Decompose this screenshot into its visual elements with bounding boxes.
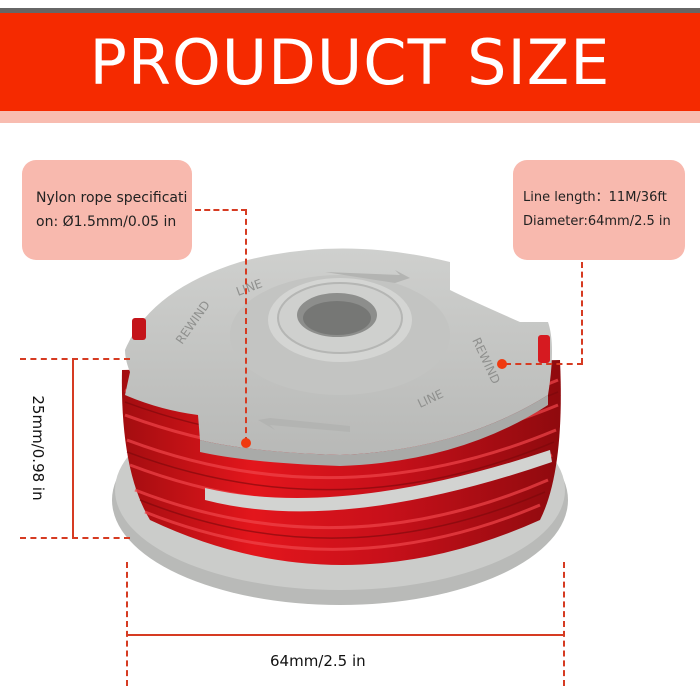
height-value: 25mm/0.98 in [29, 395, 47, 501]
height-label: 25mm/0.98 in [28, 388, 48, 508]
width-guide-left [126, 562, 128, 686]
title-banner: PROUDUCT SIZE [0, 13, 700, 111]
leader-line-left-v [245, 209, 247, 443]
height-guide-bottom [20, 537, 130, 539]
width-label: 64mm/2.5 in [270, 652, 366, 670]
leader-line-right-v [581, 262, 583, 364]
banner-shadow-strip [0, 111, 700, 123]
width-guide-right [563, 562, 565, 686]
nylon-spec-callout: Nylon rope specificati on: Ø1.5mm/0.05 i… [22, 160, 192, 260]
height-guide-top [20, 358, 130, 360]
line-length-text: Line length：11M/36ft [523, 190, 667, 205]
leader-dot-left [241, 438, 251, 448]
height-dimension-line [72, 360, 74, 537]
leader-line-left-h [195, 209, 247, 211]
page-title: PROUDUCT SIZE [89, 25, 611, 99]
nylon-spec-line2: on: Ø1.5mm/0.05 in [36, 214, 177, 230]
top-divider [0, 8, 700, 13]
width-dimension-line [127, 634, 563, 636]
diameter-text: Diameter:64mm/2.5 in [523, 214, 671, 229]
nylon-spec-line1: Nylon rope specificati [36, 190, 188, 206]
top-margin [0, 0, 700, 10]
leader-dot-right [497, 359, 507, 369]
line-spec-callout: Line length：11M/36ft Diameter:64mm/2.5 i… [513, 160, 685, 260]
leader-line-right-h [505, 363, 583, 365]
